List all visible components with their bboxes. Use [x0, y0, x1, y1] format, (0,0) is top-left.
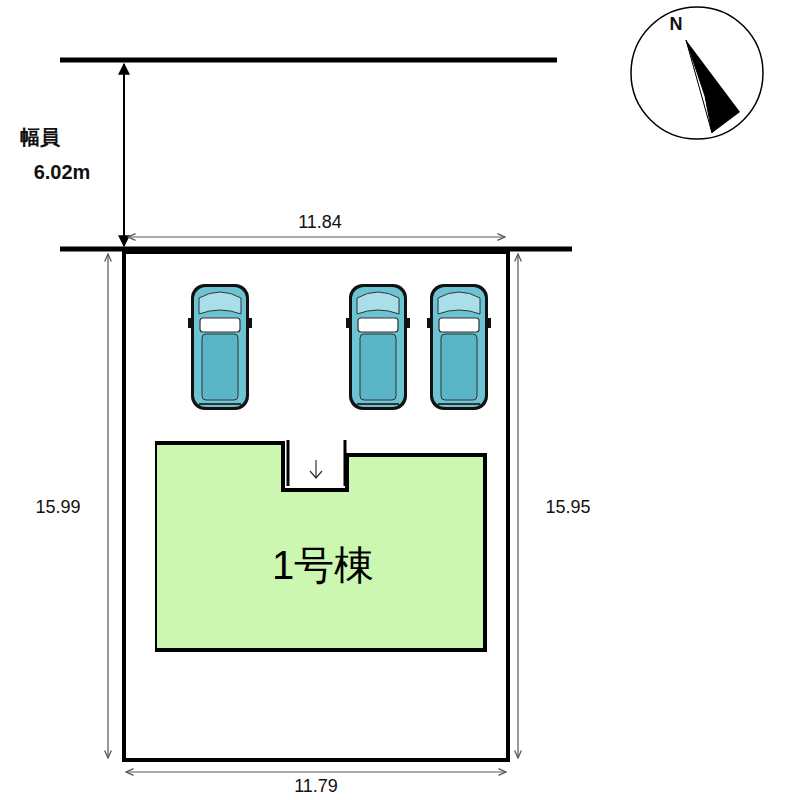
dimension-line — [517, 254, 518, 758]
road-edge — [60, 58, 557, 63]
dimension-line — [126, 771, 506, 772]
road-width-label: 幅員 — [20, 127, 60, 147]
compass-north: N — [670, 15, 683, 33]
dimension-text: 15.99 — [35, 498, 80, 516]
car-icon — [346, 284, 410, 410]
building-footprint: 1号棟 — [155, 440, 487, 652]
dimension-text: 11.84 — [298, 213, 342, 231]
dimension-line — [128, 236, 505, 237]
dimension-line — [107, 254, 108, 758]
compass-circle — [631, 7, 763, 139]
building-shape — [155, 443, 485, 650]
road-width-value: 6.02m — [34, 162, 91, 182]
road-width-arrow — [123, 64, 125, 246]
entrance-wall — [287, 440, 290, 486]
dimension-text: 11.79 — [294, 777, 338, 795]
dimension-text: 15.95 — [545, 498, 590, 516]
car-icon — [427, 284, 491, 410]
entrance-arrow — [310, 460, 322, 478]
compass-needle — [686, 40, 712, 133]
car-icon — [188, 284, 252, 410]
lot-boundary — [124, 252, 508, 760]
compass-needle — [686, 40, 740, 133]
building-label: 1号棟 — [272, 545, 374, 585]
entrance-wall — [344, 440, 347, 486]
